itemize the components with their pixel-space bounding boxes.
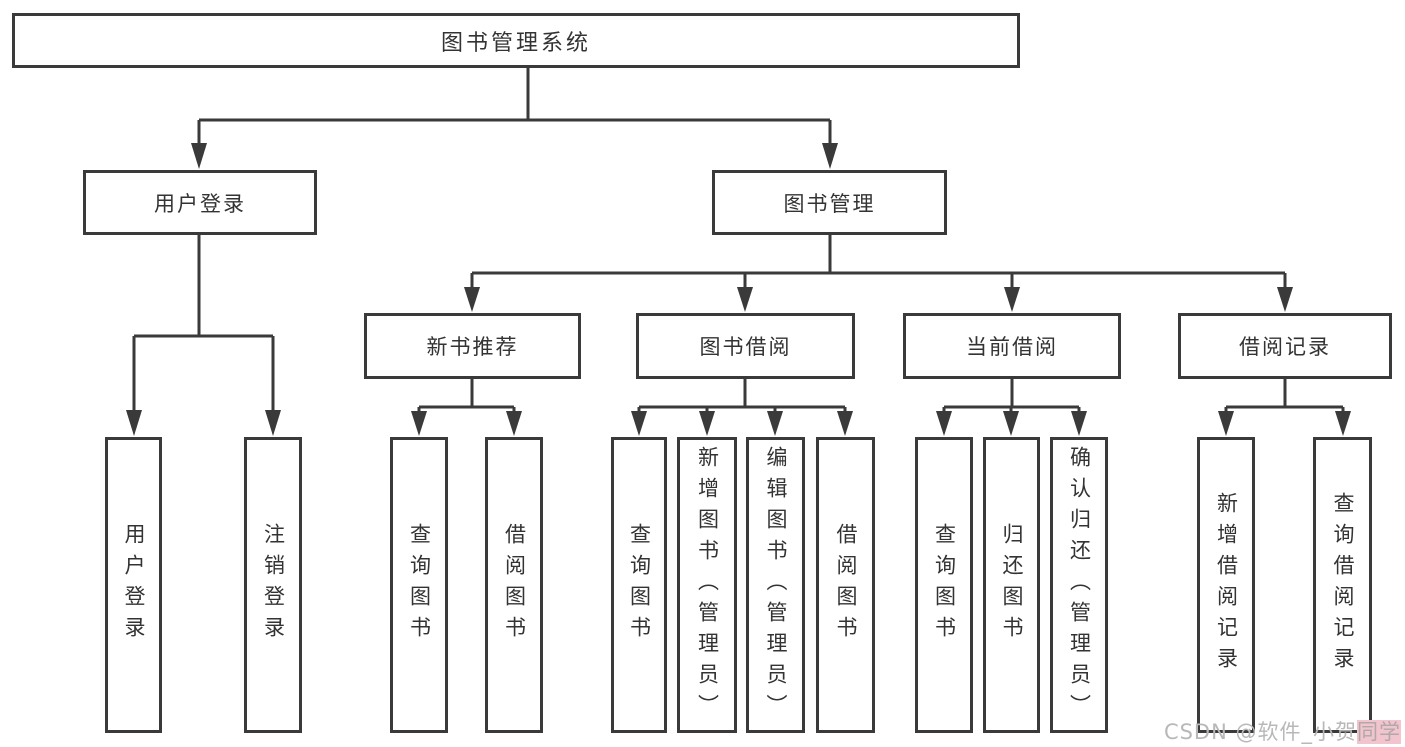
csdn-watermark: CSDN @软件_小贺同学 <box>1164 716 1401 746</box>
csdn-watermark-text: CSDN @软件_小贺 <box>1163 720 1357 744</box>
leaf-user-login: 用户登录 <box>105 437 162 733</box>
leaf-query-books-borrowing: 查询图书 <box>611 437 667 733</box>
arrowhead <box>411 411 427 436</box>
csdn-watermark-highlight: 同学 <box>1357 720 1401 744</box>
arrowhead <box>822 143 838 169</box>
leaf-return-book: 归还图书 <box>983 437 1040 733</box>
node-book-management: 图书管理 <box>712 170 947 235</box>
arrowhead <box>837 411 853 436</box>
arrowhead <box>191 143 207 169</box>
leaf-edit-book-admin: 编辑图书（管理员） <box>746 437 805 733</box>
arrowhead <box>1335 411 1351 436</box>
leaf-borrow-books-borrowing: 借阅图书 <box>816 437 875 733</box>
arrowhead <box>1218 411 1234 436</box>
leaf-add-borrow-record: 新增借阅记录 <box>1197 437 1255 733</box>
node-book-borrowing: 图书借阅 <box>636 313 855 379</box>
arrowhead <box>464 287 480 312</box>
node-borrow-records: 借阅记录 <box>1178 313 1392 379</box>
node-new-book-recommend: 新书推荐 <box>364 313 581 379</box>
connector-lines <box>132 68 1345 411</box>
arrowhead <box>1071 411 1087 436</box>
arrowhead <box>506 411 522 436</box>
arrowhead <box>936 411 952 436</box>
node-user-login: 用户登录 <box>83 170 317 235</box>
leaf-borrow-books-recommend: 借阅图书 <box>485 437 543 733</box>
leaf-add-book-admin: 新增图书（管理员） <box>677 437 737 733</box>
arrowhead <box>1277 287 1293 312</box>
node-root: 图书管理系统 <box>12 13 1020 68</box>
arrowhead <box>737 287 753 312</box>
leaf-query-books-current: 查询图书 <box>915 437 973 733</box>
arrowhead <box>699 411 715 436</box>
arrowhead <box>126 410 142 436</box>
node-current-borrowing: 当前借阅 <box>903 313 1121 379</box>
leaf-query-borrow-record: 查询借阅记录 <box>1313 437 1372 733</box>
leaf-logout: 注销登录 <box>244 437 302 733</box>
leaf-query-books-recommend: 查询图书 <box>390 437 448 733</box>
arrowhead <box>265 410 281 436</box>
arrowhead <box>1004 287 1020 312</box>
arrowhead <box>631 411 647 436</box>
leaf-confirm-return-admin: 确认归还（管理员） <box>1050 437 1108 733</box>
arrowhead <box>1003 411 1019 436</box>
arrowhead <box>767 411 783 436</box>
